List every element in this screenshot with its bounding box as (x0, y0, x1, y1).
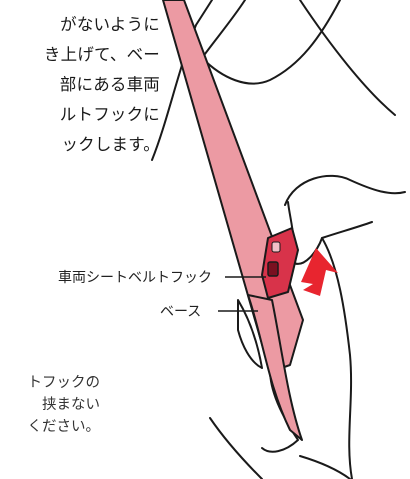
caution-note: トフックの 挟まない ください。 (0, 372, 101, 438)
hook-callout-label: 車両シートベルトフック (58, 270, 212, 286)
base-callout-label: ベース (160, 304, 202, 320)
seat-belt-hook (261, 227, 299, 299)
instruction-line: き上げて、ベー (43, 45, 160, 64)
note-line: 挟まない (42, 397, 100, 413)
arm-outline (299, 0, 396, 116)
note-line: トフックの (27, 375, 101, 391)
seat-back-outline (201, 0, 341, 85)
floor-outline (299, 455, 351, 479)
instruction-line: がないように (60, 15, 160, 34)
hand-outline (284, 174, 406, 206)
leg-outline (321, 237, 353, 479)
seat-bottom-outline (209, 417, 263, 479)
base-shell (237, 299, 263, 369)
instruction-text: がないように き上げて、ベー 部にある車両 ルトフックに ックします。 (0, 10, 160, 160)
instruction-line: 部にある車両 (59, 75, 160, 94)
lap-belt (247, 294, 303, 441)
instruction-line: ルトフックに (59, 105, 160, 124)
note-line: ください。 (27, 419, 101, 435)
up-arrow-icon (301, 248, 338, 296)
instruction-line: ックします。 (61, 135, 160, 154)
